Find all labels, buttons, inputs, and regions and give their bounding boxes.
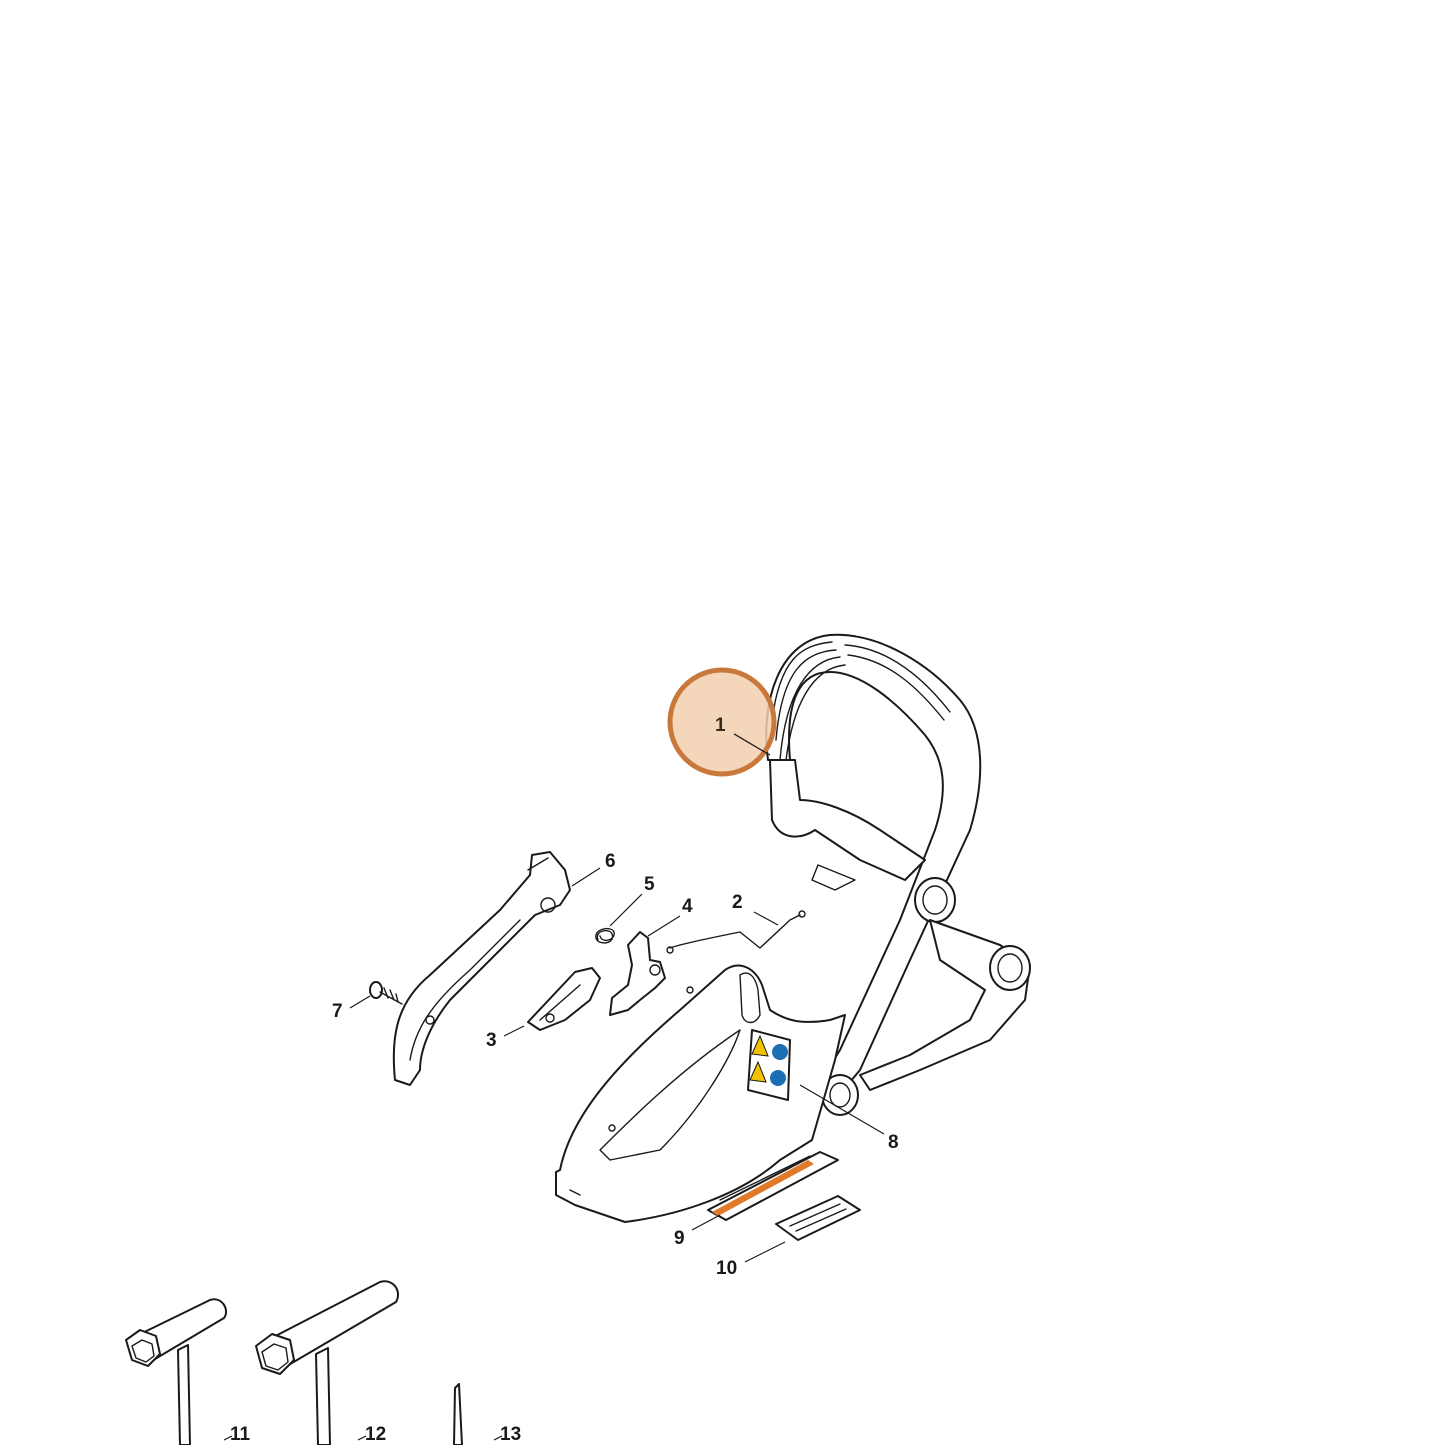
callout-5[interactable]: 5 xyxy=(644,874,655,895)
part-4-bracket[interactable] xyxy=(609,931,666,1016)
handle-housing xyxy=(555,964,846,1223)
part-10-plate-decal[interactable] xyxy=(775,1195,861,1241)
part-11-combination-wrench[interactable] xyxy=(125,1298,228,1445)
part-5-spring[interactable] xyxy=(595,927,615,944)
callout-2[interactable]: 2 xyxy=(732,892,743,913)
highlight-ring xyxy=(667,667,777,777)
eye-protection-icon xyxy=(772,1044,788,1060)
callout-labels: 1 2 3 4 5 6 7 8 9 10 11 12 13 xyxy=(230,715,899,1445)
part-3-pad[interactable] xyxy=(527,967,601,1031)
callout-12[interactable]: 12 xyxy=(365,1424,386,1445)
part-6-hand-guard-lever[interactable] xyxy=(392,851,571,1086)
part-8-warning-decal[interactable] xyxy=(747,1029,791,1101)
callout-10[interactable]: 10 xyxy=(716,1258,737,1279)
part-13-screwdriver[interactable] xyxy=(453,1383,463,1445)
hearing-protection-icon xyxy=(770,1070,786,1086)
callout-11[interactable]: 11 xyxy=(230,1424,251,1445)
callout-7[interactable]: 7 xyxy=(332,1001,343,1022)
callout-9[interactable]: 9 xyxy=(674,1228,685,1249)
callout-6[interactable]: 6 xyxy=(605,851,616,872)
part-7-screw[interactable] xyxy=(369,981,403,1005)
callout-4[interactable]: 4 xyxy=(682,896,693,917)
part-9-stripe-decal[interactable] xyxy=(707,1151,839,1221)
warning-triangle-icon xyxy=(751,1034,769,1057)
part-12-combination-wrench[interactable] xyxy=(255,1280,399,1445)
callout-13[interactable]: 13 xyxy=(500,1424,521,1445)
callout-1[interactable]: 1 xyxy=(715,715,726,736)
part-1-handlebar[interactable] xyxy=(765,633,1031,1116)
part-2-wire-rod[interactable] xyxy=(666,910,806,954)
warning-triangle-icon xyxy=(749,1060,767,1083)
callout-3[interactable]: 3 xyxy=(486,1030,497,1051)
callout-8[interactable]: 8 xyxy=(888,1132,899,1153)
